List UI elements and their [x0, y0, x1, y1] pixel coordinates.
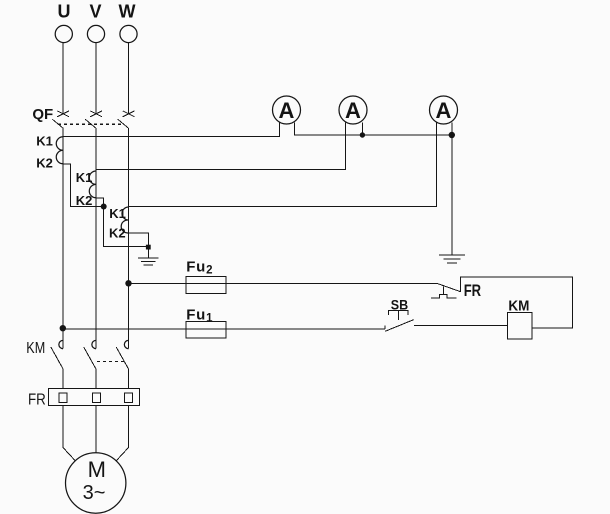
svg-text:M: M	[88, 457, 106, 482]
svg-text:K2: K2	[109, 225, 126, 240]
svg-text:K2: K2	[76, 193, 93, 208]
svg-text:A: A	[345, 98, 361, 123]
svg-text:A: A	[436, 98, 452, 123]
svg-text:KM: KM	[26, 340, 45, 357]
svg-text:QF: QF	[32, 106, 53, 123]
svg-text:Fu1: Fu1	[186, 307, 213, 325]
svg-text:SB: SB	[391, 297, 408, 313]
svg-text:Fu2: Fu2	[186, 258, 213, 276]
svg-text:FR: FR	[28, 391, 46, 408]
svg-text:KM: KM	[508, 298, 529, 315]
svg-text:W: W	[119, 2, 136, 22]
svg-text:K1: K1	[76, 170, 93, 185]
svg-text:3~: 3~	[83, 482, 106, 504]
svg-text:K1: K1	[109, 206, 126, 221]
svg-text:U: U	[58, 2, 71, 22]
svg-text:K2: K2	[36, 156, 53, 171]
svg-text:K1: K1	[36, 133, 53, 148]
svg-text:A: A	[279, 98, 295, 123]
svg-text:FR: FR	[464, 282, 481, 300]
svg-text:V: V	[90, 2, 102, 22]
